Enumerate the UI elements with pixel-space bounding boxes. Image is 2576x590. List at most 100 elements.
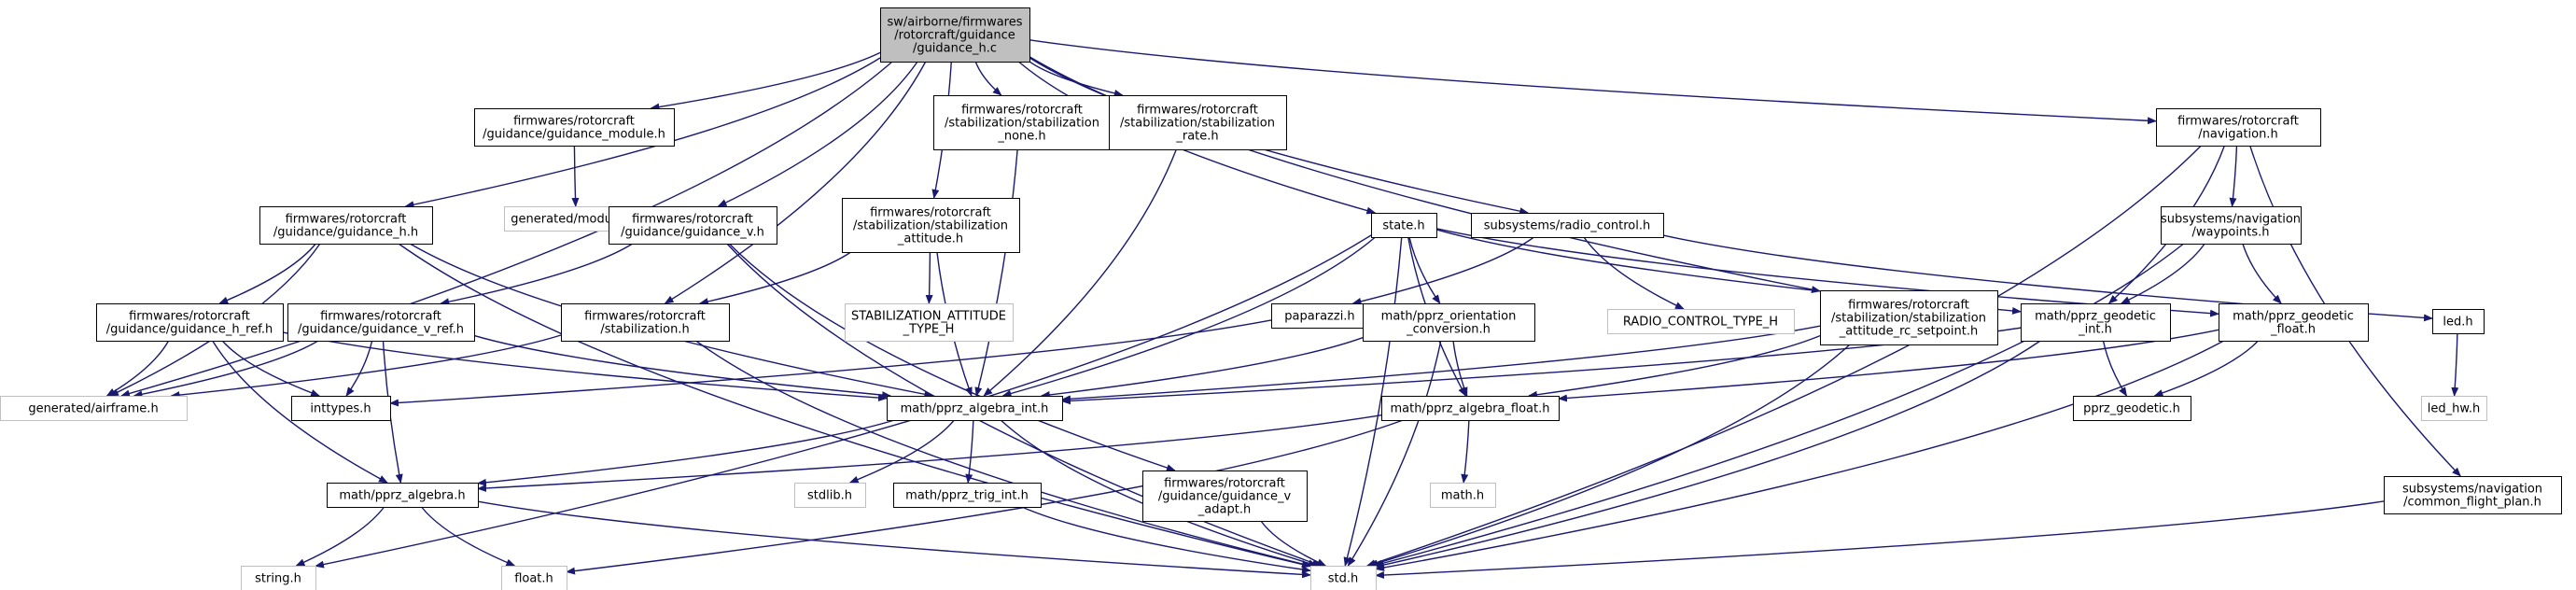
edge-waypoints-to-geodetic_int — [2120, 243, 2205, 304]
node-alg_int-box — [887, 396, 1063, 421]
node-stab_att_type-box — [845, 303, 1014, 342]
node-alg_int[interactable]: math/pprz_algebra_int.h — [887, 396, 1063, 421]
edge-radio-to-paparazzi — [1351, 236, 1534, 305]
edge-guidance_v-to-v_ref — [440, 243, 634, 306]
edge-waypoints-to-std — [1372, 243, 2185, 568]
node-stab_rate[interactable]: firmwares/rotorcraft/stabilization/stabi… — [1109, 95, 1287, 150]
node-float-box — [501, 566, 567, 590]
node-stab[interactable]: firmwares/rotorcraft/stabilization.h — [561, 303, 730, 342]
edge-stab-to-std — [695, 340, 1311, 568]
node-stab-label-line: firmwares/rotorcraft — [584, 310, 706, 324]
node-root-label-line: /guidance_h.c — [913, 42, 997, 56]
node-state[interactable]: state.h — [1371, 213, 1437, 238]
node-geodetic_int-label-line: math/pprz_geodetic — [2035, 310, 2156, 324]
node-alg-box — [327, 483, 479, 508]
node-v_ref-label-line: /guidance/guidance_v_ref.h — [298, 323, 464, 337]
node-stab_none-label-line: firmwares/rotorcraft — [961, 104, 1083, 118]
node-pprz_geodetic[interactable]: pprz_geodetic.h — [2073, 396, 2191, 421]
edge-root-to-guidance_h — [404, 57, 881, 209]
edge-v_ref-to-alg_int — [473, 334, 892, 400]
edge-orient_conv-to-alg_int — [1040, 337, 1364, 399]
node-paparazzi[interactable]: paparazzi.h — [1271, 303, 1369, 329]
node-led-box — [2432, 309, 2485, 334]
edge-v_ref-to-airframe — [133, 340, 319, 399]
edge-navigation-to-std — [1365, 145, 2202, 567]
node-guidance_v[interactable]: firmwares/rotorcraft/guidance/guidance_v… — [609, 206, 777, 245]
node-led[interactable]: led.h — [2432, 309, 2485, 334]
edge-v_ref-to-inttypes — [345, 340, 373, 397]
node-guidance_h[interactable]: firmwares/rotorcraft/guidance/guidance_h… — [259, 206, 433, 245]
node-led_hw-box — [2421, 396, 2487, 421]
node-alg_float-label-line: math/pprz_algebra_float.h — [1391, 402, 1550, 416]
node-stab_none[interactable]: firmwares/rotorcraft/stabilization/stabi… — [933, 95, 1112, 150]
node-navigation[interactable]: firmwares/rotorcraft/navigation.h — [2156, 108, 2321, 147]
node-root[interactable]: sw/airborne/firmwares/rotorcraft/guidanc… — [880, 7, 1030, 63]
edge-g_module-to-gen_modules — [571, 145, 580, 207]
node-stab_att[interactable]: firmwares/rotorcraft/stabilization/stabi… — [842, 198, 1020, 253]
node-string: string.h — [241, 566, 316, 590]
node-navigation-label-line: firmwares/rotorcraft — [2177, 115, 2299, 129]
node-stab_rate-label-line: firmwares/rotorcraft — [1137, 104, 1258, 118]
edge-alg-to-float — [421, 506, 516, 567]
node-g_module-box — [474, 108, 675, 147]
node-h_ref-label-line: firmwares/rotorcraft — [129, 310, 250, 324]
edge-alg_int-to-trig_int — [965, 419, 974, 484]
node-stab_att-label-line: _attitude.h — [897, 232, 963, 246]
edge-geodetic_float-to-std — [1375, 340, 2225, 571]
node-stab_rate-box — [1109, 95, 1287, 150]
node-stdlib: stdlib.h — [794, 483, 866, 508]
edge-guidance_h-to-std — [398, 243, 1311, 569]
edge-stab_rate-to-alg_int — [983, 148, 1178, 397]
node-guidance_v-label-line: firmwares/rotorcraft — [632, 213, 753, 227]
edge-h_ref-to-airframe — [105, 340, 170, 397]
node-geodetic_float[interactable]: math/pprz_geodetic_float.h — [2219, 303, 2369, 342]
node-v_adapt[interactable]: firmwares/rotorcraft/guidance/guidance_v… — [1142, 471, 1308, 522]
node-guidance_v-box — [609, 206, 777, 245]
node-stab_none-box — [933, 95, 1112, 150]
node-float-label-line: float.h — [514, 572, 553, 586]
node-v_adapt-label-line: _adapt.h — [1197, 503, 1251, 517]
edge-h_ref-to-alg_int — [282, 331, 888, 402]
node-radio[interactable]: subsystems/radio_control.h — [1471, 213, 1664, 238]
nodes-layer: sw/airborne/firmwares/rotorcraft/guidanc… — [0, 7, 2562, 590]
node-alg[interactable]: math/pprz_algebra.h — [327, 483, 479, 508]
node-string-label-line: string.h — [255, 572, 301, 586]
edge-radio-to-rc_type — [1583, 236, 1685, 310]
edge-state-to-std — [1343, 236, 1403, 567]
edge-alg_float-to-alg — [477, 414, 1382, 492]
node-orient_conv[interactable]: math/pprz_orientation_conversion.h — [1363, 303, 1535, 342]
edge-navigation-to-waypoints — [2229, 145, 2238, 207]
node-guidance_h-box — [259, 206, 433, 245]
node-g_module[interactable]: firmwares/rotorcraft/guidance/guidance_m… — [474, 108, 675, 147]
node-waypoints[interactable]: subsystems/navigation/waypoints.h — [2161, 206, 2302, 245]
edge-state-to-alg_int — [1001, 236, 1376, 398]
edge-state-to-orient_conv — [1408, 236, 1441, 304]
node-float: float.h — [501, 566, 567, 590]
node-h_ref[interactable]: firmwares/rotorcraft/guidance/guidance_h… — [96, 303, 284, 342]
node-orient_conv-label-line: _conversion.h — [1406, 323, 1491, 337]
edge-root-to-stab_rate — [1029, 61, 1124, 97]
node-string-box — [241, 566, 316, 590]
node-led_hw: led_hw.h — [2421, 396, 2487, 421]
edge-h_ref-to-alg — [212, 340, 388, 484]
node-waypoints-label-line: /waypoints.h — [2192, 226, 2270, 240]
node-stab-label-line: /stabilization.h — [600, 323, 689, 337]
edge-stab_att-to-stab — [698, 251, 852, 305]
node-trig_int[interactable]: math/pprz_trig_int.h — [893, 483, 1042, 508]
node-flight_plan[interactable]: subsystems/navigation/common_flight_plan… — [2384, 476, 2562, 514]
edge-alg_int-to-alg — [477, 419, 895, 486]
node-rc_setpoint[interactable]: firmwares/rotorcraft/stabilization/stabi… — [1820, 290, 1998, 345]
edge-paparazzi-to-inttypes — [389, 319, 1272, 407]
node-alg_float[interactable]: math/pprz_algebra_float.h — [1381, 396, 1560, 421]
edge-rc_setpoint-to-alg_int — [1061, 325, 1821, 403]
node-alg-label-line: math/pprz_algebra.h — [339, 489, 465, 503]
node-alg_int-label-line: math/pprz_algebra_int.h — [901, 402, 1049, 416]
node-pprz_geodetic-box — [2073, 396, 2191, 421]
node-geodetic_float-label-line: _float.h — [2270, 323, 2316, 337]
node-inttypes[interactable]: inttypes.h — [291, 396, 391, 421]
edge-root-to-rc_setpoint — [1029, 56, 1821, 294]
edge-v_adapt-to-std — [1260, 520, 1327, 567]
node-geodetic_int[interactable]: math/pprz_geodetic_int.h — [2021, 303, 2171, 342]
node-v_ref[interactable]: firmwares/rotorcraft/guidance/guidance_v… — [287, 303, 475, 342]
